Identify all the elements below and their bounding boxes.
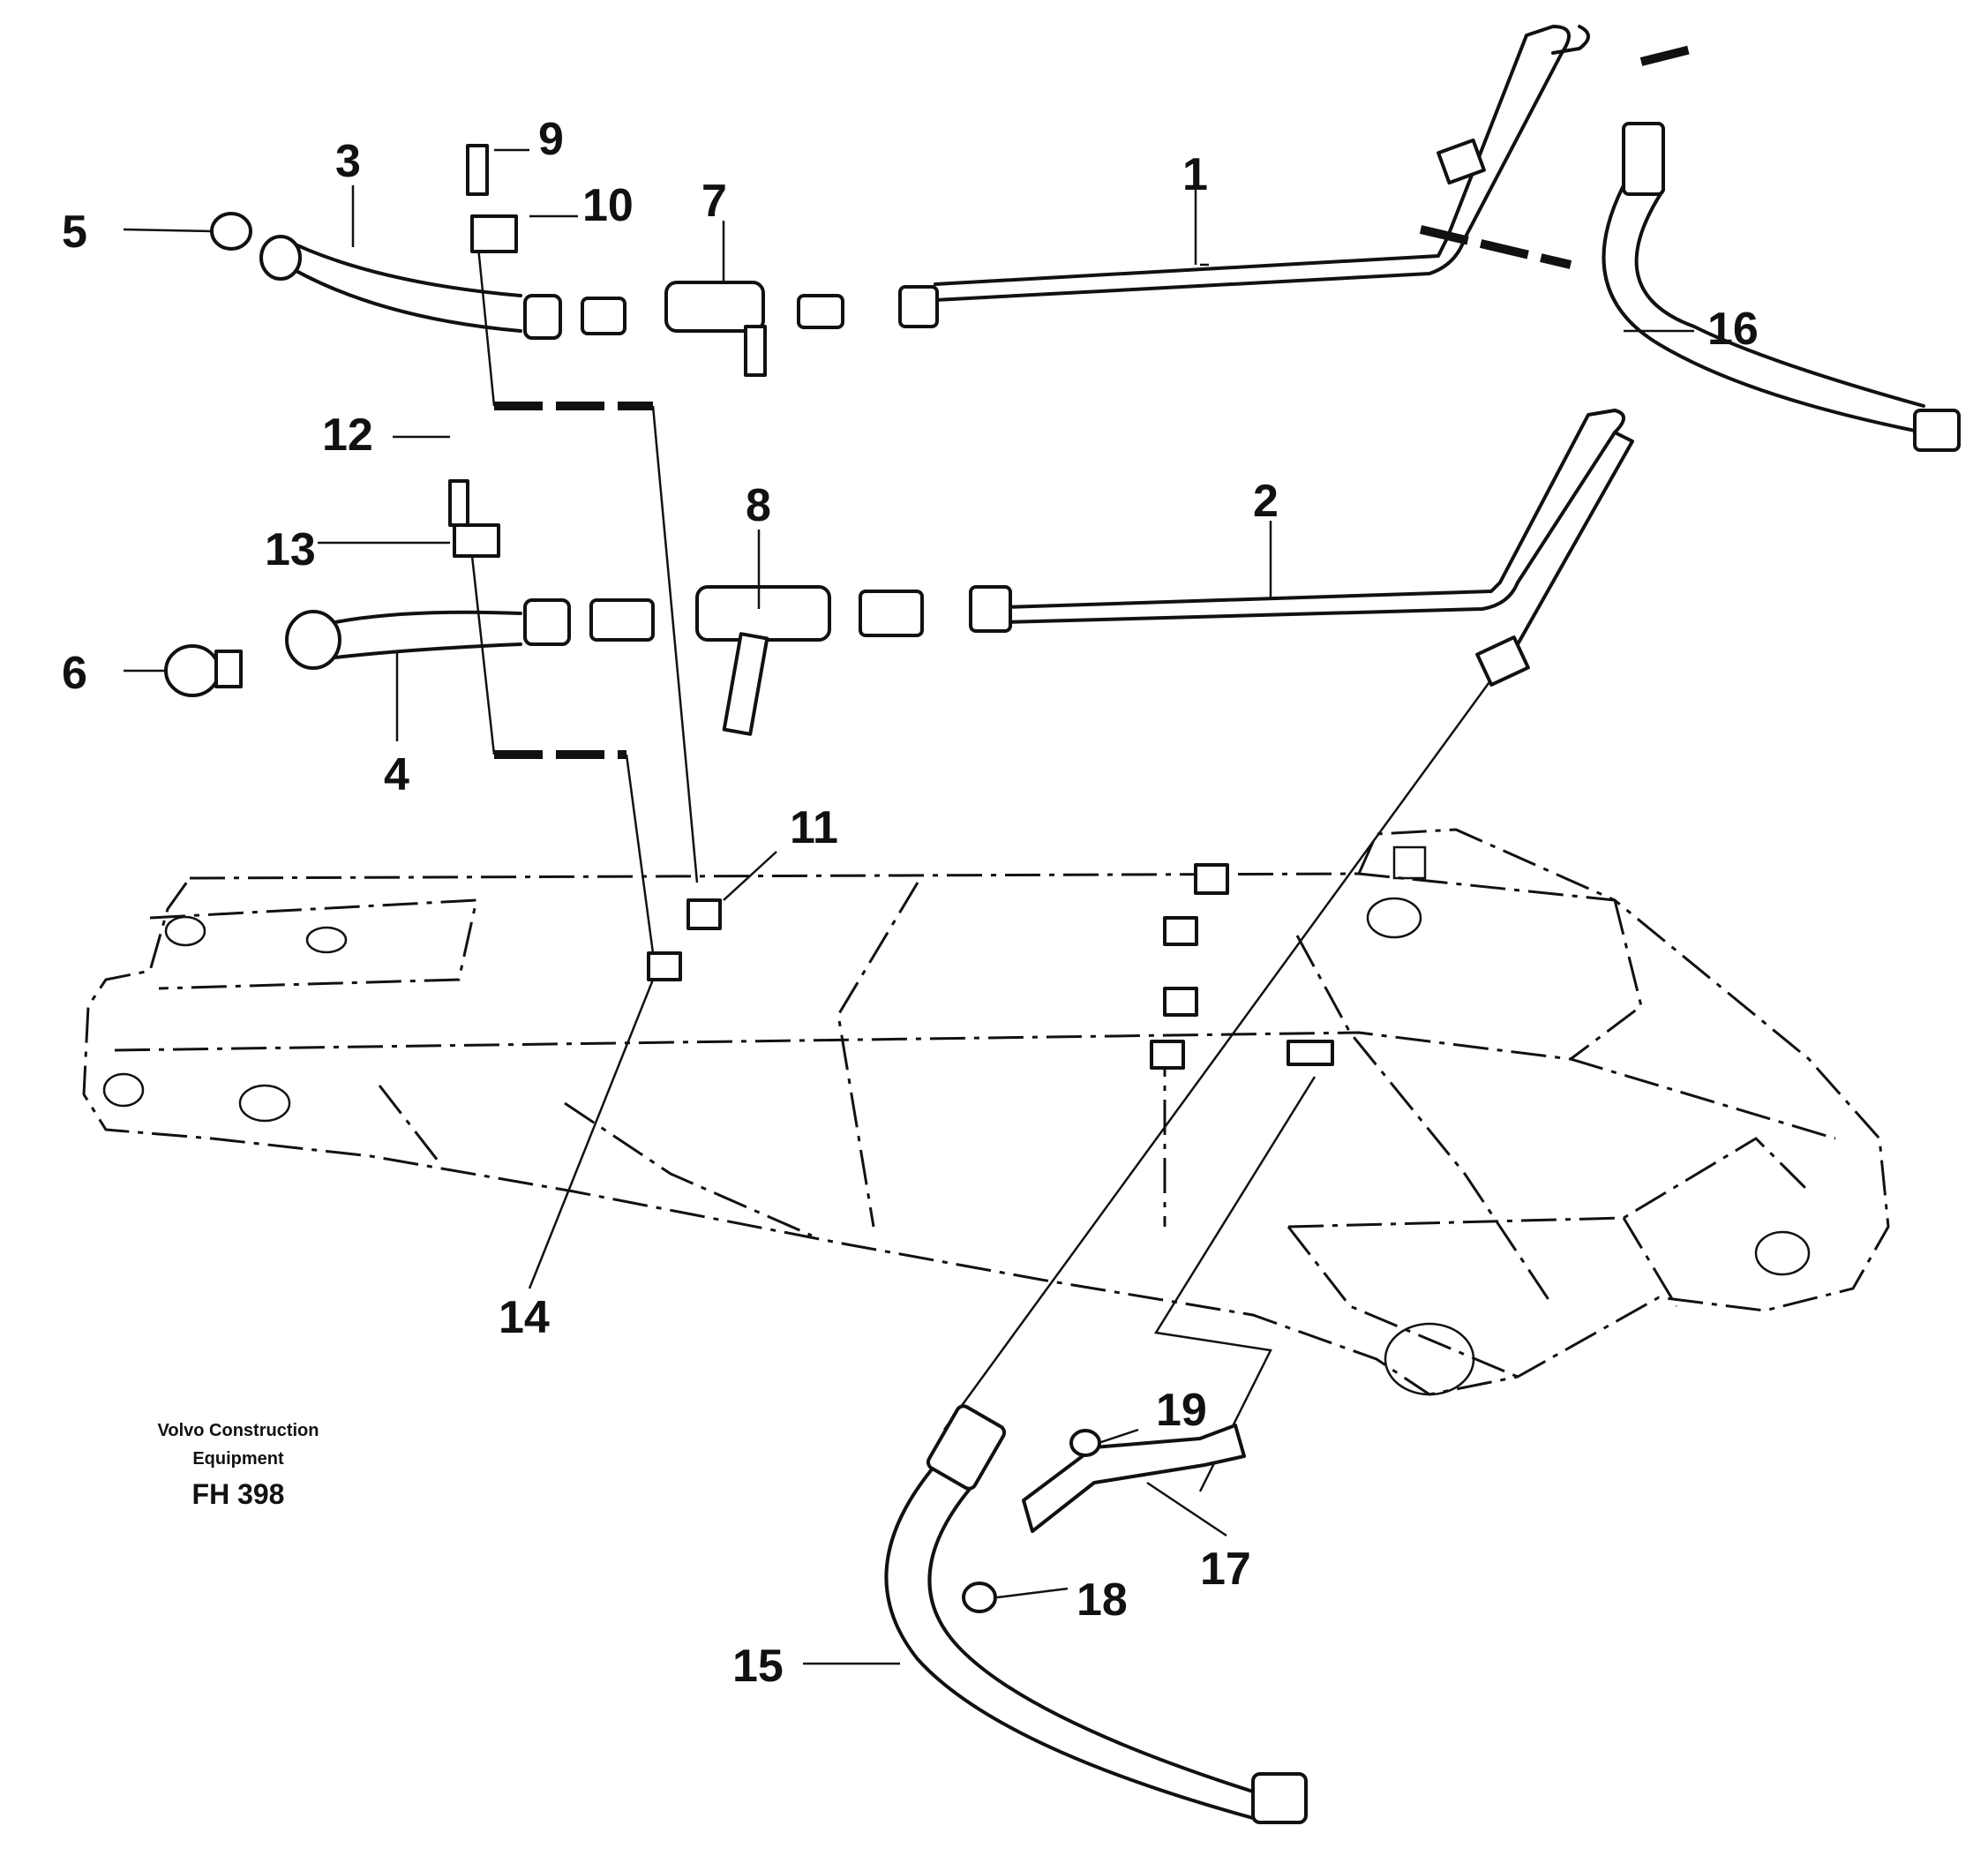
callout-18: 18	[1077, 1574, 1128, 1626]
hose-3-assembly	[210, 144, 939, 377]
callout-9: 9	[538, 114, 564, 165]
callout-5: 5	[62, 207, 87, 258]
hose-16	[1602, 122, 1961, 452]
callout-8: 8	[746, 480, 771, 531]
callout-labels: 1 2 3 4 5 6 7 8 9 10 11 12 13 14 15 16 1…	[62, 114, 1759, 1692]
callout-16: 16	[1707, 304, 1759, 355]
callout-12: 12	[322, 410, 373, 461]
callout-17: 17	[1200, 1544, 1251, 1595]
callout-7: 7	[701, 176, 727, 227]
publisher-caption: Volvo Construction Equipment FH 398	[106, 1416, 371, 1511]
callout-3: 3	[335, 136, 361, 187]
callout-4: 4	[384, 749, 409, 800]
caption-line-1: Volvo Construction	[157, 1421, 319, 1440]
callout-19: 19	[1156, 1385, 1207, 1436]
callout-10: 10	[582, 180, 634, 231]
pipe-1	[934, 25, 1590, 302]
assembly-guides	[470, 44, 1696, 1492]
caption-line-2: Equipment	[192, 1449, 284, 1469]
pipe-2	[1004, 409, 1634, 687]
callout-11: 11	[790, 802, 838, 853]
callout-14: 14	[499, 1292, 550, 1343]
leader-lines	[123, 148, 1694, 1665]
hose-15-assembly	[884, 1404, 1308, 1824]
figure-code: FH 398	[191, 1478, 285, 1510]
callout-13: 13	[265, 524, 316, 575]
callout-15: 15	[732, 1641, 784, 1692]
callout-1: 1	[1182, 149, 1208, 200]
boom-arm	[82, 828, 1890, 1396]
callout-6: 6	[62, 648, 87, 699]
hose-4-assembly	[164, 479, 1012, 736]
boom-clamps	[647, 863, 1334, 1070]
callout-2: 2	[1253, 476, 1279, 527]
